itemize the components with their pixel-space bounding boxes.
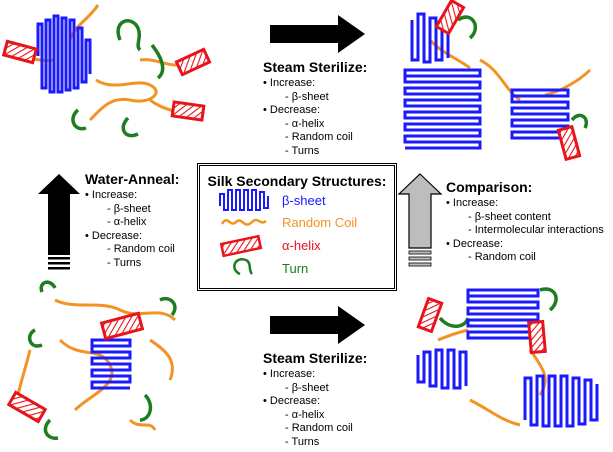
beta-sheet-icon: [466, 288, 540, 340]
random-coil: [54, 298, 177, 322]
alpha-helix-icon: [6, 390, 48, 424]
turn: [438, 316, 470, 328]
turn: [159, 297, 177, 317]
alpha-helix-icon: [434, 0, 466, 36]
water-anneal-increase-item: - β-sheet: [107, 202, 151, 215]
beta-sheet-icon: [219, 189, 269, 211]
water-anneal-decrease-label: • Decrease:: [85, 229, 143, 242]
steam-top-decrease-label: • Decrease:: [263, 104, 321, 116]
turn: [71, 108, 87, 131]
comparison-title: Comparison:: [446, 179, 533, 195]
turn: [570, 113, 588, 129]
steam-bottom-decrease-item: - Turns: [285, 435, 320, 448]
random-coil: [479, 58, 521, 102]
turn: [539, 287, 558, 312]
alpha-helix-icon: [170, 100, 206, 122]
turn: [116, 19, 142, 52]
comparison-increase-item: - Intermolecular interactions: [468, 224, 604, 236]
steam-top-decrease-item: - Turns: [285, 144, 320, 157]
comparison-increase-item: - β-sheet content: [468, 210, 551, 223]
comparison-decrease-item: - Random coil: [468, 251, 536, 263]
random-coil: [220, 218, 267, 226]
steam-top-increase-label: • Increase:: [263, 77, 316, 89]
steam-bottom-decrease-item: - α-helix: [285, 408, 325, 421]
legend-label-alpha-helix: α-helix: [282, 238, 321, 253]
steam-top-decrease-item: - Random coil: [285, 131, 353, 143]
beta-sheet-icon: [90, 338, 132, 390]
arrow-right-top: [270, 15, 365, 53]
water-anneal-increase-label: • Increase:: [85, 189, 138, 201]
beta-sheet-icon: [403, 68, 482, 150]
alpha-helix-icon: [1, 39, 39, 65]
alpha-helix-icon: [527, 319, 547, 355]
legend-title: Silk Secondary Structures:: [207, 173, 387, 189]
water-anneal-title: Water-Anneal:: [85, 171, 180, 187]
random-coil: [469, 398, 521, 427]
steam-top-decrease-item: - α-helix: [285, 117, 325, 130]
random-coil: [437, 328, 469, 342]
random-coil: [128, 418, 157, 431]
cluster-top-left: [1, 4, 212, 138]
arrow-up-right: [397, 173, 443, 267]
water-anneal-decrease-item: - Random coil: [107, 243, 175, 255]
steam-top-increase-item: - β-sheet: [285, 90, 329, 103]
legend-label-random-coil: Random Coil: [282, 215, 358, 230]
turn: [150, 43, 165, 80]
arrow-right-bottom: [270, 306, 365, 344]
turn: [27, 328, 43, 348]
cluster-bottom-right: [416, 287, 599, 428]
steam-bottom-decrease-label: • Decrease:: [263, 395, 321, 407]
steam-bottom-title: Steam Sterilize:: [263, 350, 368, 366]
water-anneal-decrease-item: - Turns: [107, 256, 142, 269]
legend-swatches: [219, 189, 269, 276]
random-coil: [88, 78, 158, 122]
cluster-bottom-left: [6, 280, 177, 440]
comparison-decrease-label: • Decrease:: [446, 237, 504, 250]
random-coil: [16, 349, 32, 396]
arrow-up-left: [38, 174, 80, 270]
water-anneal-text: Water-Anneal: • Increase: - β-sheet - α-…: [85, 171, 179, 270]
alpha-helix-icon: [219, 234, 263, 258]
turn: [39, 280, 57, 293]
alpha-helix-icon: [99, 311, 145, 341]
beta-sheet-icon: [523, 374, 599, 428]
legend-label-turn: Turn: [282, 261, 309, 276]
beta-sheet-icon: [36, 14, 92, 94]
alpha-helix-icon: [174, 47, 212, 77]
steam-top-title: Steam Sterilize:: [263, 59, 368, 75]
alpha-helix-icon: [416, 296, 444, 334]
cluster-top-right: [403, 0, 592, 162]
turn: [233, 258, 254, 276]
random-coil: [544, 68, 592, 97]
steam-bottom-increase-item: - β-sheet: [285, 381, 329, 394]
turn: [456, 15, 477, 40]
steam-bottom-decrease-item: - Random coil: [285, 422, 353, 434]
steam-top-text: Steam Sterilize: • Increase: - β-sheet •…: [263, 59, 367, 158]
random-coil: [149, 338, 174, 381]
comparison-increase-label: • Increase:: [446, 197, 499, 209]
legend-label-beta-sheet: β-sheet: [282, 193, 326, 208]
beta-sheet-icon: [416, 348, 468, 390]
turn: [121, 116, 139, 138]
alpha-helix-icon: [556, 124, 582, 162]
water-anneal-increase-item: - α-helix: [107, 216, 147, 228]
turn: [43, 418, 59, 440]
legend: Silk Secondary Structures: β-sheet Rando…: [197, 163, 397, 291]
random-coil: [428, 38, 471, 70]
comparison-text: Comparison: • Increase: - β-sheet conten…: [446, 179, 604, 265]
turn: [139, 393, 153, 422]
steam-bottom-increase-label: • Increase:: [263, 368, 316, 380]
steam-bottom-text: Steam Sterilize: • Increase: - β-sheet •…: [263, 350, 367, 449]
